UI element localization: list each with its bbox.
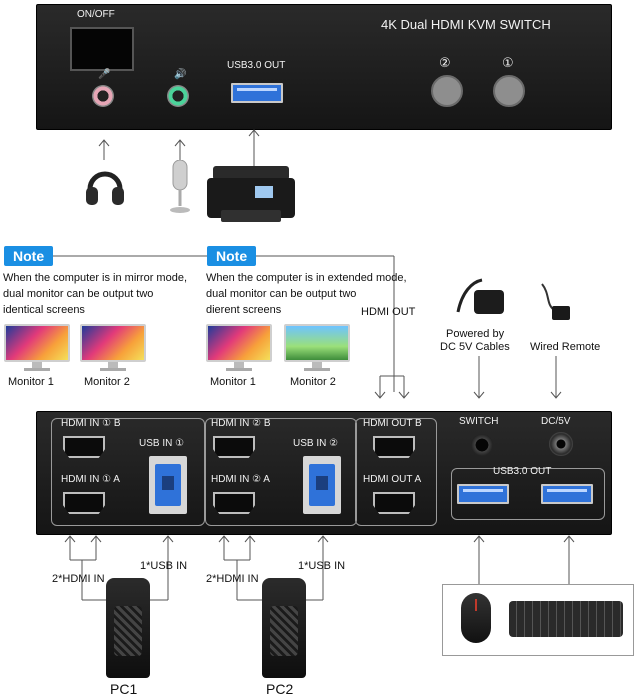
note-mirror-line-2: dual monitor can be output two — [3, 288, 154, 300]
hdmi-in-1a-port[interactable] — [63, 492, 105, 514]
pc1-usb-label: 1*USB IN — [140, 560, 188, 572]
hdmi-in-2b-port[interactable] — [213, 436, 255, 458]
power-cable-label-line-2: DC 5V Cables — [440, 341, 510, 353]
speaker-jack-icon: 🔊 — [174, 69, 187, 80]
pc2-label: PC2 — [266, 681, 294, 697]
headphones-icon — [84, 163, 126, 207]
mirror-monitor-2-label: Monitor 2 — [84, 376, 130, 388]
switch-label: SWITCH — [459, 416, 499, 427]
select-1-label: ① — [502, 55, 514, 70]
wired-remote-label: Wired Remote — [530, 341, 601, 353]
back-panel: HDMI IN ① B HDMI IN ① A USB IN ① HDMI IN… — [36, 411, 612, 535]
power-switch-label: ON/OFF — [77, 9, 115, 20]
pc1-tower — [106, 578, 150, 678]
hdmi-in-1b-label: HDMI IN ① B — [61, 418, 121, 429]
usb-in-2-label: USB IN ② — [293, 438, 339, 449]
note-extended-line-3: dierent screens — [206, 304, 282, 316]
hdmi-in-1a-label: HDMI IN ① A — [61, 474, 120, 485]
usb-in-1-port[interactable] — [149, 456, 187, 514]
pc1-label: PC1 — [110, 681, 138, 697]
power-switch[interactable] — [70, 27, 134, 71]
note-badge-mirror: Note — [4, 246, 54, 266]
note-badge-extended: Note — [207, 246, 257, 266]
select-pc1-button[interactable] — [493, 75, 525, 107]
note-extended-line-2: dual monitor can be output two — [206, 288, 357, 300]
hdmi-in-2b-label: HDMI IN ② B — [211, 418, 271, 429]
note-extended-line-1: When the computer is in extended mode, — [206, 272, 407, 284]
hdmi-out-label: HDMI OUT — [361, 306, 416, 318]
extended-monitor-1-label: Monitor 1 — [210, 376, 256, 388]
printer-icon — [207, 166, 295, 226]
back-usb-out-port-1[interactable] — [457, 484, 509, 504]
power-adapter-icon — [452, 272, 508, 320]
extended-monitor-1 — [206, 324, 272, 372]
extended-monitor-2 — [284, 324, 350, 372]
extended-monitor-2-label: Monitor 2 — [290, 376, 336, 388]
pc2-usb-label: 1*USB IN — [298, 560, 346, 572]
wired-remote-icon — [536, 280, 576, 324]
hdmi-out-b-label: HDMI OUT B — [363, 418, 422, 429]
microphone-jack-icon: 🎤 — [98, 69, 111, 80]
mirror-monitor-2 — [80, 324, 146, 372]
dc-port[interactable] — [549, 432, 573, 456]
keyboard-icon — [509, 601, 623, 637]
hdmi-out-b-port[interactable] — [373, 436, 415, 458]
pc1-hdmi-label: 2*HDMI IN — [52, 573, 105, 585]
microphone-jack[interactable] — [92, 85, 114, 107]
switch-port[interactable] — [471, 434, 493, 456]
microphone-icon — [168, 159, 192, 214]
hdmi-out-a-label: HDMI OUT A — [363, 474, 422, 485]
peripherals-box — [442, 584, 634, 656]
back-usb-out-label: USB3.0 OUT — [493, 466, 552, 477]
front-usb-port[interactable] — [231, 83, 283, 103]
speaker-jack[interactable] — [167, 85, 189, 107]
group-usb-out — [451, 468, 605, 520]
usb-in-1-label: USB IN ① — [139, 438, 185, 449]
note-mirror-line-1: When the computer is in mirror mode, — [3, 272, 188, 284]
hdmi-in-1b-port[interactable] — [63, 436, 105, 458]
note-mirror-line-3: identical screens — [3, 304, 85, 316]
mirror-monitor-1 — [4, 324, 70, 372]
dc-label: DC/5V — [541, 416, 571, 427]
mirror-monitor-1-label: Monitor 1 — [8, 376, 54, 388]
group-hdmi-out — [355, 418, 437, 526]
hdmi-in-2a-label: HDMI IN ② A — [211, 474, 270, 485]
usb-in-2-port[interactable] — [303, 456, 341, 514]
hdmi-out-a-port[interactable] — [373, 492, 415, 514]
group-pc1 — [51, 418, 205, 526]
power-cable-label-line-1: Powered by — [446, 328, 505, 340]
select-pc2-button[interactable] — [431, 75, 463, 107]
hdmi-in-2a-port[interactable] — [213, 492, 255, 514]
pc2-hdmi-label: 2*HDMI IN — [206, 573, 259, 585]
mouse-icon — [461, 593, 491, 643]
front-usb-out-label: USB3.0 OUT — [227, 60, 286, 71]
group-pc2 — [205, 418, 357, 526]
back-usb-out-port-2[interactable] — [541, 484, 593, 504]
select-2-label: ② — [439, 55, 451, 70]
pc2-tower — [262, 578, 306, 678]
front-panel: 4K Dual HDMI KVM SWITCH ON/OFF 🎤 🔊 USB3.… — [36, 4, 612, 130]
front-panel-title: 4K Dual HDMI KVM SWITCH — [381, 17, 551, 32]
